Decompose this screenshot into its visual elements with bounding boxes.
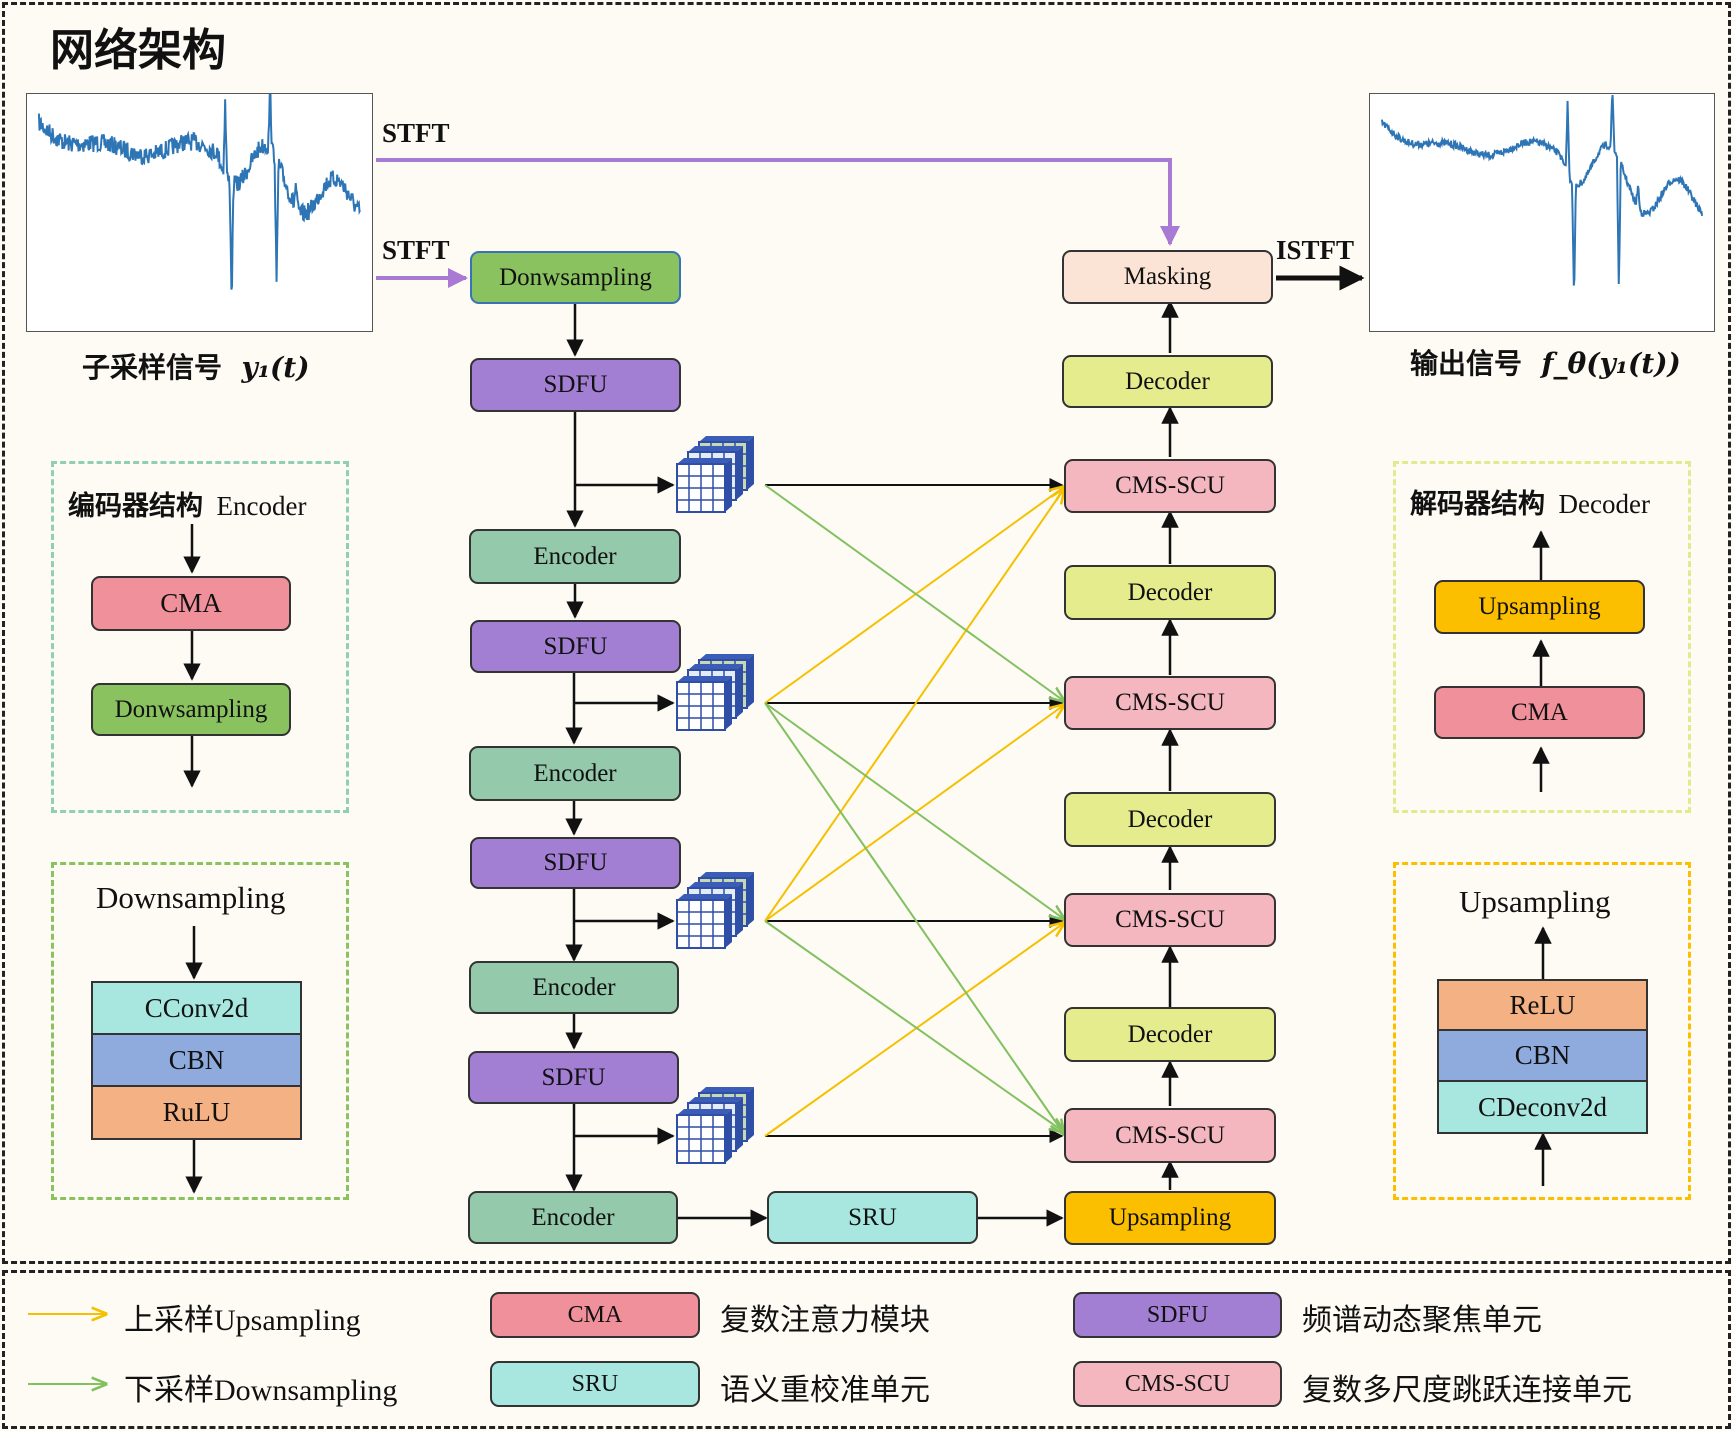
bottom-upsampling-block: Upsampling	[1064, 1191, 1276, 1245]
decoder-structure-title: 解码器结构 Decoder	[1410, 489, 1650, 520]
feature-map-icon-2	[676, 654, 754, 731]
encoder-block-2: Encoder	[469, 746, 681, 801]
encoder-path-arrows	[565, 304, 1064, 1227]
output-caption-zh: 输出信号	[1410, 347, 1523, 380]
decoder-legend-upsampling: Upsampling	[1434, 580, 1645, 634]
decoder-structure-panel	[1393, 461, 1691, 813]
cms-scu-block-4: CMS-SCU	[1064, 1108, 1276, 1163]
encoder-block-3: Encoder	[469, 961, 679, 1014]
cms-scu-block-3: CMS-SCU	[1064, 893, 1276, 947]
input-caption-zh: 子采样信号	[82, 351, 223, 384]
encoder-structure-title: 编码器结构 Encoder	[68, 491, 307, 522]
waveform-line	[1380, 94, 1704, 286]
key-down-text: 下采样Downsampling	[124, 1373, 398, 1408]
input-waveform	[37, 94, 361, 290]
output-caption-math: f_θ(y₁(t))	[1541, 347, 1681, 380]
encoder-structure-panel	[51, 461, 349, 813]
feature-map-icon-1	[676, 436, 754, 513]
feature-map-layer	[676, 458, 732, 513]
skip-connections	[765, 478, 1064, 1143]
cms-scu-block-2: CMS-SCU	[1064, 676, 1276, 730]
input-caption-math: y₁(t)	[241, 351, 310, 384]
downsampling-row-cconv2d: CConv2d	[91, 981, 302, 1035]
feature-map-icon-3	[676, 872, 754, 949]
key-cma-desc: 复数注意力模块	[720, 1303, 930, 1338]
decoder-block-1: Decoder	[1062, 355, 1273, 408]
istft-label: ISTFT	[1276, 235, 1355, 265]
main-frame	[2, 2, 1731, 1264]
sdfu-block-3: SDFU	[470, 837, 681, 889]
decoder-block-4: Decoder	[1064, 1007, 1276, 1062]
sdfu-block-4: SDFU	[468, 1051, 679, 1104]
upsampling-links	[764, 487, 1064, 1137]
sdfu-block-2: SDFU	[470, 620, 681, 673]
key-sru-desc: 语义重校准单元	[720, 1373, 930, 1408]
key-frame	[2, 1270, 1731, 1429]
downsampling-structure-panel	[51, 862, 349, 1200]
downsampling-structure-title: Downsampling	[96, 880, 286, 915]
key-up-text: 上采样Upsampling	[124, 1303, 361, 1338]
encoder-legend-downsampling: Donwsampling	[91, 683, 291, 736]
feature-map-layer	[676, 1109, 732, 1164]
encoder-block-4: Encoder	[468, 1191, 678, 1244]
output-signal-caption: 输出信号 f_θ(y₁(t))	[1410, 342, 1681, 382]
downsampling-links	[764, 484, 1064, 1134]
output-waveform	[1380, 94, 1704, 286]
stft-bottom-label: STFT	[382, 235, 450, 265]
key-cma-swatch: CMA	[490, 1292, 700, 1338]
stft-top-label: STFT	[382, 118, 450, 148]
input-downsampling-block: Donwsampling	[470, 251, 681, 304]
upsampling-structure-title: Upsampling	[1459, 884, 1611, 919]
upsampling-row-cdeconv2d: CDeconv2d	[1437, 1080, 1648, 1134]
encoder-block-1: Encoder	[469, 529, 681, 584]
downsampling-row-rulu: RuLU	[91, 1085, 302, 1140]
upsampling-row-relu: ReLU	[1437, 979, 1648, 1031]
feature-map-icon-4	[676, 1087, 754, 1164]
stft-arrows	[376, 158, 1180, 288]
waveform-line	[37, 94, 361, 290]
sru-block: SRU	[767, 1191, 978, 1244]
cms-scu-block-1: CMS-SCU	[1064, 459, 1276, 513]
upsampling-row-cbn: CBN	[1437, 1029, 1648, 1082]
sdfu-block-1: SDFU	[470, 358, 681, 412]
key-sdfu-swatch: SDFU	[1073, 1292, 1282, 1338]
page-title: 网络架构	[50, 25, 226, 76]
output-signal-plot	[1369, 93, 1715, 332]
decoder-legend-cma: CMA	[1434, 686, 1645, 739]
input-signal-plot	[26, 93, 373, 332]
decoder-block-3: Decoder	[1064, 792, 1276, 847]
key-sdfu-desc: 频谱动态聚焦单元	[1302, 1303, 1542, 1338]
input-signal-caption: 子采样信号 y₁(t)	[82, 346, 309, 386]
feature-map-layer	[676, 676, 732, 731]
key-cms-desc: 复数多尺度跳跃连接单元	[1302, 1373, 1632, 1408]
key-sru-swatch: SRU	[490, 1361, 700, 1407]
legend-arrows	[183, 524, 1552, 1194]
decoder-block-2: Decoder	[1064, 565, 1276, 620]
downsampling-row-cbn: CBN	[91, 1033, 302, 1087]
encoder-legend-cma: CMA	[91, 576, 291, 631]
key-cms-swatch: CMS-SCU	[1073, 1361, 1282, 1407]
upsampling-structure-panel	[1393, 862, 1691, 1200]
feature-map-layer	[676, 894, 732, 949]
masking-block: Masking	[1062, 250, 1273, 304]
